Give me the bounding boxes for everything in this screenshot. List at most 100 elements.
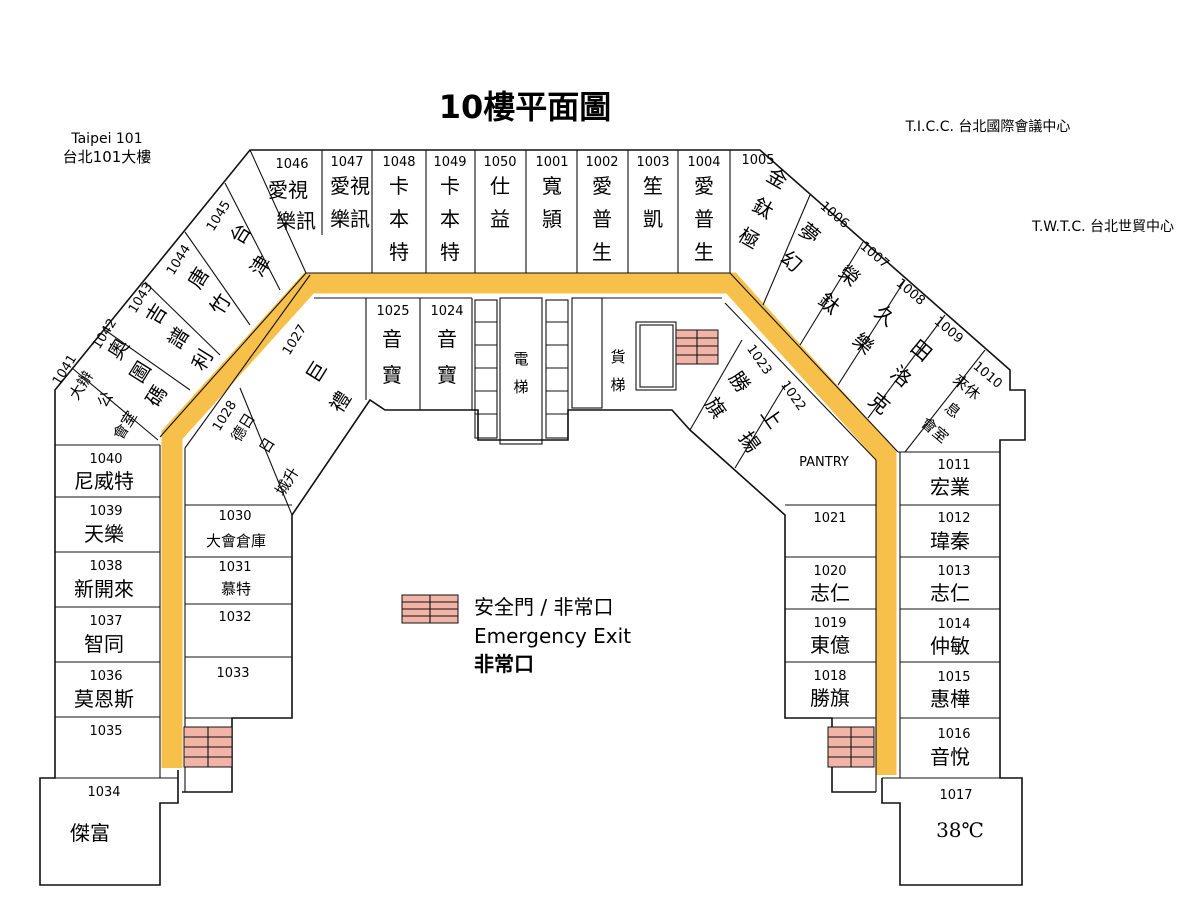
room-name: 惠樺 — [930, 687, 970, 711]
room-name: 東億 — [810, 633, 850, 657]
room-name-line: 幻 — [776, 246, 807, 277]
room-name-line: 樂 — [848, 328, 879, 359]
room-1003: 1003 笙 凱 — [636, 155, 669, 231]
room-number: 1009 — [931, 314, 966, 347]
room-1016: 1016 音悅 — [930, 727, 971, 769]
room-number: 1017 — [939, 788, 972, 803]
room-name-line: 城升 — [272, 464, 303, 499]
room-name-line: 極 — [734, 223, 763, 254]
room-name-line: 日 — [256, 434, 279, 456]
room-number: 1034 — [87, 785, 120, 800]
room-name: 仲敏 — [930, 634, 970, 658]
room-number: 1018 — [813, 669, 846, 684]
room-number: 1030 — [218, 509, 251, 524]
room-name-line: 特 — [440, 240, 460, 264]
room-name: 天樂 — [84, 522, 124, 546]
map-title: 10樓平面圖 — [439, 88, 612, 126]
room-name-line: 本 — [389, 207, 409, 231]
room-number: 1003 — [636, 155, 669, 170]
room-number: 1031 — [218, 560, 251, 575]
legend-label-zh: 安全門 / 非常口 — [474, 595, 613, 619]
room-number: 1002 — [585, 155, 618, 170]
room-name-line: 生 — [694, 240, 714, 264]
room-name-line: 榮 — [834, 260, 865, 291]
room-1032: 1032 — [218, 610, 251, 625]
left-room-column — [40, 445, 178, 779]
room-name-line: 益 — [490, 207, 510, 231]
room-name: 勝旗 — [810, 686, 850, 710]
room-name-line: 克 — [864, 388, 895, 419]
room-name: 傑富 — [70, 821, 110, 845]
room-name-line: 笙 — [643, 174, 663, 198]
room-name-line: 樂訊 — [276, 209, 316, 233]
room-number: 1025 — [376, 304, 409, 319]
top-room-row — [249, 149, 731, 274]
room-name-line: 鈦 — [748, 193, 777, 224]
room-name-line: 旗 — [700, 393, 731, 423]
freight-elevator-label-1: 貨 — [610, 348, 625, 366]
room-name-line: 普 — [592, 207, 612, 231]
room-1006: 1006 夢 幻 — [776, 199, 852, 277]
room-name: 大會倉庫 — [206, 532, 266, 550]
room-name-line: 音 — [382, 327, 402, 351]
room-name-line: 久 — [870, 300, 901, 331]
room-1034: 1034 傑富 — [70, 785, 121, 845]
room-1005: 1005 金 鈦 極 — [734, 153, 791, 254]
stair-right — [827, 726, 875, 768]
room-name: 慕特 — [221, 580, 251, 598]
room-1019: 1019 東億 — [810, 616, 850, 657]
room-number: 1019 — [813, 616, 846, 631]
room-1049: 1049 卡 本 特 — [433, 155, 466, 264]
room-number: 1049 — [433, 155, 466, 170]
room-1033: 1033 — [216, 666, 249, 681]
room-1001: 1001 寬 頴 — [535, 155, 568, 231]
room-number: 1011 — [937, 458, 970, 473]
room-name: 智同 — [84, 632, 124, 656]
room-1025: 1025 音 寶 — [376, 304, 409, 387]
room-number: 1024 — [430, 304, 463, 319]
legend-label-en: Emergency Exit — [474, 624, 631, 648]
room-number: 1035 — [89, 724, 122, 739]
room-number: 1032 — [218, 610, 251, 625]
room-name-line: 本 — [440, 207, 460, 231]
stair-top-right — [675, 329, 719, 365]
room-number: 1004 — [687, 155, 720, 170]
room-number: 1039 — [89, 504, 122, 519]
landmark-ticc: T.I.C.C. 台北國際會議中心 — [905, 118, 1071, 135]
legend: 安全門 / 非常口 Emergency Exit 非常口 — [401, 594, 631, 676]
room-number: 1048 — [382, 155, 415, 170]
room-1012: 1012 瑋秦 — [930, 511, 971, 553]
room-name-line: 特 — [389, 240, 409, 264]
legend-stair-swatch — [401, 594, 459, 624]
room-name-line: 樂訊 — [330, 207, 370, 231]
landmark-taipei101-zh: 台北101大樓 — [63, 148, 152, 166]
room-number: 1040 — [89, 452, 122, 467]
room-name-line: 上 — [756, 403, 787, 433]
landmark-twtc: T.W.T.C. 台北世貿中心 — [1031, 219, 1174, 235]
room-name: 新開來 — [74, 577, 134, 601]
legend-label-jp: 非常口 — [474, 652, 534, 676]
room-1010: 1010 來休 息 會室 — [917, 359, 1004, 447]
room-1013: 1013 志仁 — [930, 564, 971, 605]
right-room-column — [882, 452, 1022, 779]
room-number: 1050 — [483, 155, 516, 170]
room-1039: 1039 天樂 — [84, 504, 124, 546]
room-number: 1012 — [937, 511, 970, 526]
elevator-label-2: 梯 — [513, 378, 528, 396]
room-name-line: 津 — [245, 251, 276, 281]
room-number: 1007 — [857, 239, 892, 272]
room-number: 1001 — [535, 155, 568, 170]
room-name-line: 卡 — [389, 174, 409, 198]
room-number: 1016 — [937, 727, 970, 742]
room-1014: 1014 仲敏 — [930, 617, 971, 658]
room-name: 尼威特 — [74, 469, 134, 493]
room-1036: 1036 莫恩斯 — [74, 669, 134, 711]
room-1027: 1027 巨 禮 — [280, 322, 356, 417]
elevator-label-1: 電 — [513, 350, 528, 368]
room-name-line: 頴 — [542, 207, 562, 231]
room-name: 莫恩斯 — [74, 687, 134, 711]
room-name-line: 台 — [225, 219, 256, 249]
room-1020: 1020 志仁 — [810, 564, 850, 605]
room-number: 1046 — [275, 157, 308, 172]
